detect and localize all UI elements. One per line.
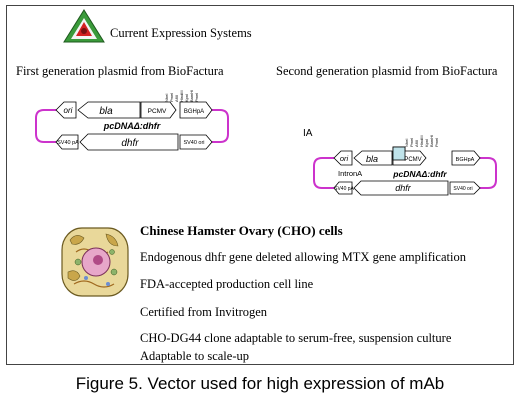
- cells-point: Adaptable to scale-up: [140, 349, 249, 363]
- plasmid-2-sv40pa-label: SV40 pA: [334, 186, 354, 192]
- plasmid-1-site: BamHI: [189, 90, 194, 102]
- plasmid-2-bla-label: bla: [366, 154, 378, 164]
- plasmid-2-heading: Second generation plasmid from BioFactur…: [276, 64, 498, 78]
- plasmid-2-sv40ori: [449, 181, 481, 195]
- plasmid-2-intron-overlay: [392, 146, 406, 161]
- plasmid-2-site: BamHI: [429, 135, 434, 147]
- plasmid-2-sv40ori-label: SV40 ori: [453, 186, 472, 192]
- plasmid-2-map: ori bla PCMV NheI PmeI AflII HindIII Kpn…: [313, 135, 497, 196]
- plasmid-2-pcmv-label: PCMV: [404, 157, 421, 163]
- plasmid-1-bla: [77, 101, 141, 119]
- plasmid-2-dhfr-label: dhfr: [395, 183, 412, 193]
- plasmid-1-site: AflII: [174, 95, 179, 102]
- plasmid-1-sv40pa-label: SV40 pA: [57, 140, 79, 146]
- plasmid-1-backbone-right: [212, 109, 229, 143]
- plasmid-2-ori-label: ori: [340, 154, 349, 163]
- plasmid-1-site: NheI: [164, 94, 169, 102]
- plasmid-2-ori: [333, 150, 353, 166]
- plasmid-1-ori-label: ori: [64, 106, 73, 115]
- plasmid-1-sv40pa: [55, 134, 79, 150]
- plasmid-1-dhfr: [79, 133, 179, 151]
- plasmid-1-name: pcDNAΔ:dhfr: [103, 121, 161, 131]
- plasmid-2-sites: NheI PmeI AflII HindIII KpnI BamHI PmeI: [404, 135, 439, 147]
- cells-point: Certified from Invitrogen: [140, 305, 268, 319]
- plasmid-1-sites: NheI PmeI AflII HindIII KpnI BamHI PmeI: [164, 90, 199, 102]
- header-title: Current Expression Systems: [110, 26, 252, 40]
- plasmid-2-tag: IA: [303, 128, 313, 139]
- plasmid-1-bghpa: [179, 101, 213, 119]
- plasmid-1-pcmv-label: PCMV: [148, 108, 167, 115]
- cells-title: Chinese Hamster Ovary (CHO) cells: [140, 223, 343, 238]
- plasmid-1-dhfr-label: dhfr: [121, 138, 139, 149]
- plasmid-2-site: PmeI: [409, 138, 414, 147]
- plasmid-2-bghpa-label: BGHpA: [456, 157, 475, 163]
- cells-point: FDA-accepted production cell line: [140, 277, 314, 291]
- plasmid-1-site: PmeI: [169, 93, 174, 102]
- plasmid-1-site: KpnI: [184, 94, 189, 102]
- plasmid-2-bghpa: [451, 150, 481, 166]
- plasmid-2-backbone-right: [480, 157, 497, 189]
- plasmid-1-bla-label: bla: [99, 106, 113, 117]
- plasmid-1-site: PmeI: [194, 93, 199, 102]
- plasmid-2-intron-label: IntronA: [338, 169, 362, 178]
- plasmid-2-site: HindIII: [419, 135, 424, 147]
- plasmid-1-ori: [55, 101, 77, 119]
- plasmid-2-bla: [353, 150, 393, 166]
- plasmid-2-dhfr: [353, 180, 449, 196]
- plasmid-2-backbone-left: [313, 157, 334, 189]
- plasmid-1-map: ori bla PCMV NheI PmeI AflII HindIII Kpn…: [35, 90, 229, 151]
- plasmid-2-site: KpnI: [424, 139, 429, 147]
- cho-cell-icon: [61, 227, 129, 297]
- plasmid-1-bghpa-label: BGHpA: [184, 109, 204, 115]
- figure-caption: Figure 5. Vector used for high expressio…: [75, 374, 445, 393]
- plasmid-1-backbone-left: [35, 109, 56, 143]
- plasmid-1-sv40ori-label: SV40 ori: [183, 140, 204, 146]
- plasmid-2-sv40pa: [333, 181, 353, 195]
- plasmid-2-site: PmeI: [434, 138, 439, 147]
- plasmid-1-sv40ori: [179, 134, 213, 150]
- plasmid-2-site: NheI: [404, 139, 409, 147]
- cells-point: CHO-DG44 clone adaptable to serum-free, …: [140, 331, 452, 345]
- plasmid-1-pcmv: [140, 101, 177, 119]
- plasmid-1-site: HindIII: [179, 90, 184, 102]
- plasmid-2-site: AflII: [414, 140, 419, 147]
- cells-point: Endogenous dhfr gene deleted allowing MT…: [140, 250, 466, 264]
- plasmid-1-heading: First generation plasmid from BioFactura: [16, 64, 224, 78]
- plasmid-2-name: pcDNAΔ:dhfr: [392, 169, 447, 179]
- logo-icon: [63, 9, 105, 43]
